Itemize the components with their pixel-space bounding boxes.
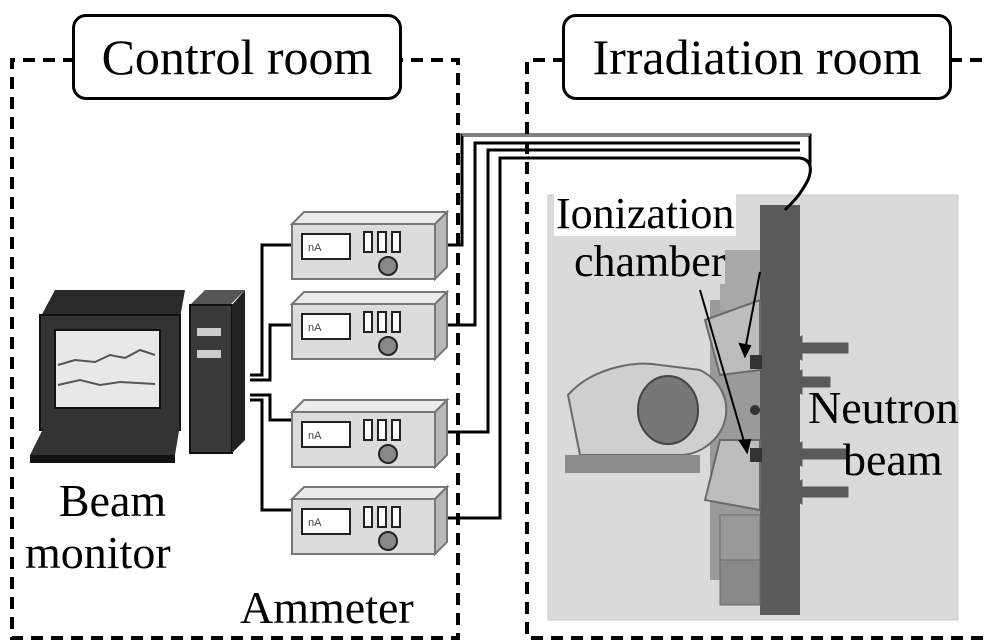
ionization-chamber-pointers — [699, 271, 761, 455]
keyboard — [30, 425, 180, 455]
control-room-boundary — [10, 58, 460, 640]
ionization-chamber-marker-upper — [750, 355, 762, 369]
ammeter-switch — [391, 419, 401, 441]
ammeter-display — [301, 508, 351, 535]
ammeter-unit: nA — [289, 289, 450, 362]
control-room-title-box: Control room — [72, 14, 402, 100]
ammeter-display — [301, 421, 351, 448]
ammeter-unit: nA — [289, 209, 450, 282]
ammeter-devices: nA nA nA nA — [289, 209, 450, 557]
beam-monitor-label: Beam — [50, 478, 175, 524]
collimator-wall — [760, 205, 800, 615]
ammeter-switch — [363, 311, 373, 333]
ammeter-display-text: nA — [308, 242, 322, 254]
ammeter-switch — [363, 506, 373, 528]
ammeter-switch — [377, 311, 387, 333]
treatment-bed — [565, 455, 700, 473]
computer-tower — [189, 304, 233, 454]
ammeter-knob — [378, 336, 398, 356]
irradiation-room-boundary — [525, 58, 990, 640]
patient-head — [637, 375, 699, 445]
monitor-screen — [54, 329, 161, 409]
ammeter-switch — [391, 311, 401, 333]
ammeter-display-text: nA — [308, 517, 322, 529]
treatment-room-illustration — [547, 194, 959, 621]
beam-arrow — [778, 441, 849, 467]
ammeter-unit: nA — [289, 484, 450, 557]
beam-arrow — [778, 369, 831, 395]
beam-monitor-label-line2: monitor — [25, 527, 171, 578]
ammeter-switch — [363, 419, 373, 441]
beam-monitor-label-2: monitor — [25, 530, 171, 576]
control-room-title: Control room — [101, 29, 373, 85]
neutron-beam-arrows — [778, 335, 849, 505]
ammeter-unit: nA — [289, 397, 450, 470]
ammeter-display-text: nA — [308, 322, 322, 334]
ammeter-knob — [378, 531, 398, 551]
beam-arrow — [778, 479, 849, 505]
neutron-beam-label-line2: beam — [843, 434, 943, 485]
ammeter-switch — [363, 231, 373, 253]
ammeter-display-text: nA — [308, 430, 322, 442]
ammeter-switch — [391, 231, 401, 253]
ionization-chamber-label-line1: Ionization — [554, 189, 737, 238]
ammeter-knob — [378, 444, 398, 464]
ammeter-switch — [377, 231, 387, 253]
ammeter-switch — [377, 419, 387, 441]
beam-monitor-label-line1: Beam — [58, 475, 167, 526]
ammeter-switch — [377, 506, 387, 528]
ionization-chamber-marker-lower — [750, 448, 762, 462]
beam-arrow — [778, 335, 849, 361]
ammeter-switch — [391, 506, 401, 528]
ammeter-display — [301, 233, 351, 260]
neutron-beam-label-line1: Neutron — [808, 382, 959, 433]
ionization-chamber-label-line2: chamber — [574, 237, 726, 286]
irradiation-room-title-box: Irradiation room — [562, 14, 952, 100]
beam-monitor-computer — [30, 290, 245, 463]
ammeter-label: Ammeter — [240, 582, 414, 633]
ammeter-display — [301, 313, 351, 340]
irradiation-room-title: Irradiation room — [592, 29, 922, 85]
ammeter-knob — [378, 256, 398, 276]
